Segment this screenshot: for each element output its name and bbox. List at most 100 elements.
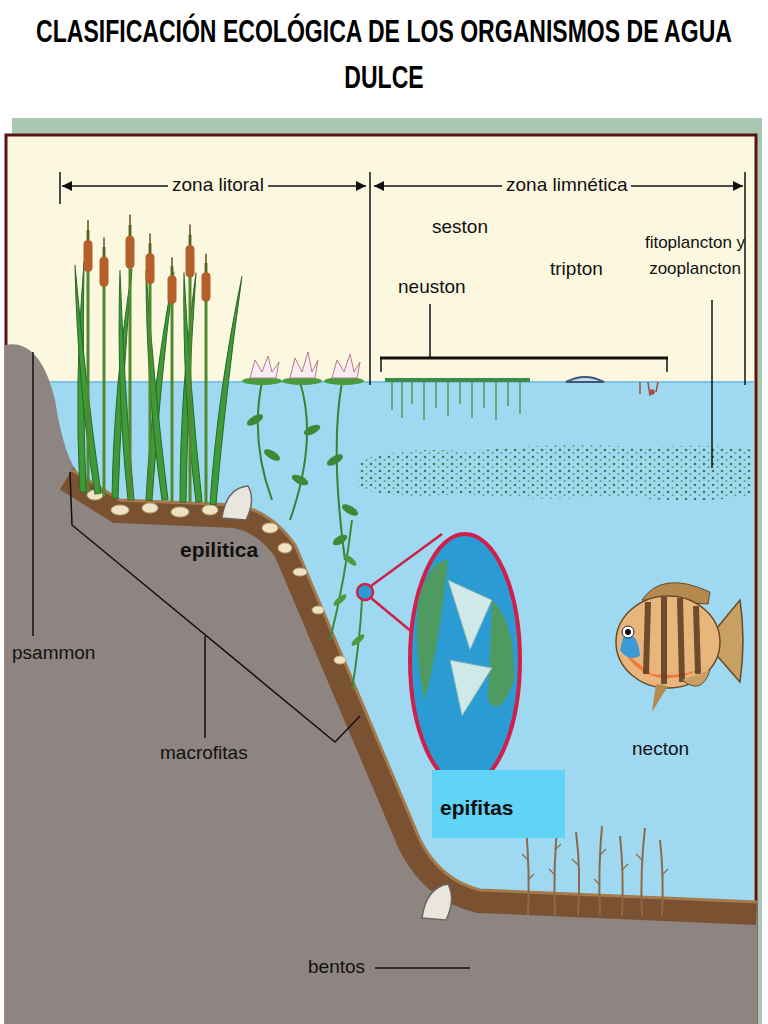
water-lilies-part bbox=[245, 412, 360, 547]
cattails-part bbox=[146, 233, 155, 500]
leader-lines-part bbox=[70, 472, 360, 742]
leader-lines-part bbox=[32, 352, 34, 636]
neuston-organisms-part bbox=[447, 382, 449, 416]
sunfish-part-part bbox=[680, 598, 682, 682]
benthic-plants-part bbox=[522, 844, 668, 885]
leader-lines-part bbox=[380, 358, 382, 372]
magnifier-callout-part bbox=[488, 600, 514, 707]
water-lilies-part bbox=[258, 382, 272, 500]
water-lilies-part-part bbox=[262, 447, 282, 463]
zone-label: zona litoral bbox=[168, 174, 268, 196]
neuston-organisms-part bbox=[411, 382, 413, 404]
leader-lines bbox=[33, 300, 712, 968]
plankton-organisms-part bbox=[648, 382, 650, 396]
page-title: CLASIFICACIÓN ECOLÓGICA DE LOS ORGANISMO… bbox=[24, 8, 744, 100]
cattails bbox=[69, 214, 244, 504]
benthic-plants-part bbox=[660, 840, 663, 915]
neuston-organisms-part bbox=[459, 382, 461, 404]
magnifier-callout bbox=[357, 534, 520, 786]
submerged-plant-part-part bbox=[332, 593, 348, 608]
submerged-plant bbox=[330, 520, 366, 690]
category-label: tripton bbox=[550, 258, 603, 280]
pebbles-part bbox=[171, 507, 189, 517]
benthic-plants-part-part bbox=[522, 844, 668, 885]
water-lilies-part bbox=[337, 382, 345, 560]
leader-lines-part bbox=[711, 300, 713, 468]
plankton-organisms-part bbox=[639, 382, 641, 394]
sunfish-part bbox=[625, 629, 631, 635]
magnifier-callout-part bbox=[417, 560, 448, 700]
submerged-plant-part-part bbox=[342, 553, 358, 568]
category-label: necton bbox=[632, 738, 689, 760]
cattails-part bbox=[140, 270, 168, 500]
magnifier-callout-part bbox=[371, 598, 412, 632]
epifitas-box: epifitas bbox=[432, 770, 565, 838]
neuston-organisms-part bbox=[435, 382, 437, 408]
sunfish-part-part bbox=[646, 602, 648, 674]
category-label: macrofitas bbox=[160, 742, 248, 764]
category-label: neuston bbox=[398, 276, 466, 298]
neuston-organisms-part bbox=[495, 382, 497, 420]
zone-arrows bbox=[60, 172, 745, 385]
category-label: epilitica bbox=[180, 538, 258, 562]
pebbles-part bbox=[278, 543, 292, 553]
pebbles-part bbox=[111, 505, 129, 515]
category-label: seston bbox=[432, 216, 488, 238]
plankton-organisms bbox=[640, 382, 658, 396]
water-lilies bbox=[242, 352, 364, 560]
land-part bbox=[72, 470, 757, 902]
zone-arrows-part bbox=[369, 172, 371, 385]
cattails-part bbox=[126, 214, 135, 500]
neuston-organisms-part bbox=[483, 382, 485, 408]
sunfish-part bbox=[622, 626, 634, 638]
zone-arrows-part bbox=[62, 181, 72, 191]
pebbles-part bbox=[202, 505, 218, 515]
neuston-organisms bbox=[385, 380, 530, 420]
plankton-cloud bbox=[358, 445, 752, 500]
pebbles-part bbox=[293, 568, 307, 576]
sunfish-part-part bbox=[696, 606, 698, 674]
water-lilies-part-part bbox=[290, 352, 318, 378]
cattails-part bbox=[168, 257, 177, 502]
magnifier-callout-part bbox=[357, 584, 373, 600]
water-lilies-part-part bbox=[245, 412, 265, 428]
pebbles-part bbox=[262, 523, 278, 533]
neuston-organisms-part bbox=[471, 382, 473, 418]
cattails-part bbox=[186, 225, 195, 502]
leader-lines-part bbox=[380, 357, 668, 360]
submerged-plant-part bbox=[330, 520, 352, 640]
submerged-plant-part-part bbox=[350, 633, 366, 648]
sunfish bbox=[616, 583, 743, 712]
neuston-organisms-part bbox=[391, 382, 393, 410]
neuston-organisms-part bbox=[519, 382, 521, 414]
water-lilies-part-part bbox=[302, 423, 322, 438]
leader-lines-part bbox=[666, 358, 668, 372]
zone-arrows-part bbox=[356, 181, 366, 191]
neuston-organisms-part bbox=[423, 382, 425, 420]
zone-arrows-part bbox=[733, 181, 743, 191]
category-label: psammon bbox=[12, 642, 95, 664]
leader-lines-part bbox=[375, 967, 470, 969]
cattails-part bbox=[100, 238, 109, 496]
water-lilies-part-part bbox=[332, 354, 360, 378]
zone-arrows-part bbox=[374, 181, 384, 191]
water-lilies-part-part bbox=[331, 533, 349, 548]
sunfish-part-part bbox=[661, 597, 667, 684]
benthic-plants-part bbox=[526, 828, 529, 915]
tripton-particle bbox=[566, 377, 604, 382]
pebbles bbox=[87, 490, 346, 664]
neuston-organisms-part bbox=[385, 378, 530, 382]
cattails-part bbox=[69, 265, 101, 495]
benthic-plants-part bbox=[641, 828, 645, 915]
frame-part bbox=[6, 135, 756, 1023]
zone-arrows-part bbox=[744, 172, 746, 385]
pebbles-part bbox=[334, 656, 346, 664]
water-lilies-part-part bbox=[250, 356, 279, 378]
frame bbox=[6, 118, 762, 1024]
neuston-organisms-part bbox=[401, 382, 403, 418]
zone-arrows-part bbox=[59, 172, 61, 204]
magnifier-callout-part bbox=[448, 580, 492, 650]
water-lilies-part bbox=[250, 352, 360, 378]
sunfish-part bbox=[652, 684, 668, 712]
cattails-part bbox=[202, 254, 211, 504]
